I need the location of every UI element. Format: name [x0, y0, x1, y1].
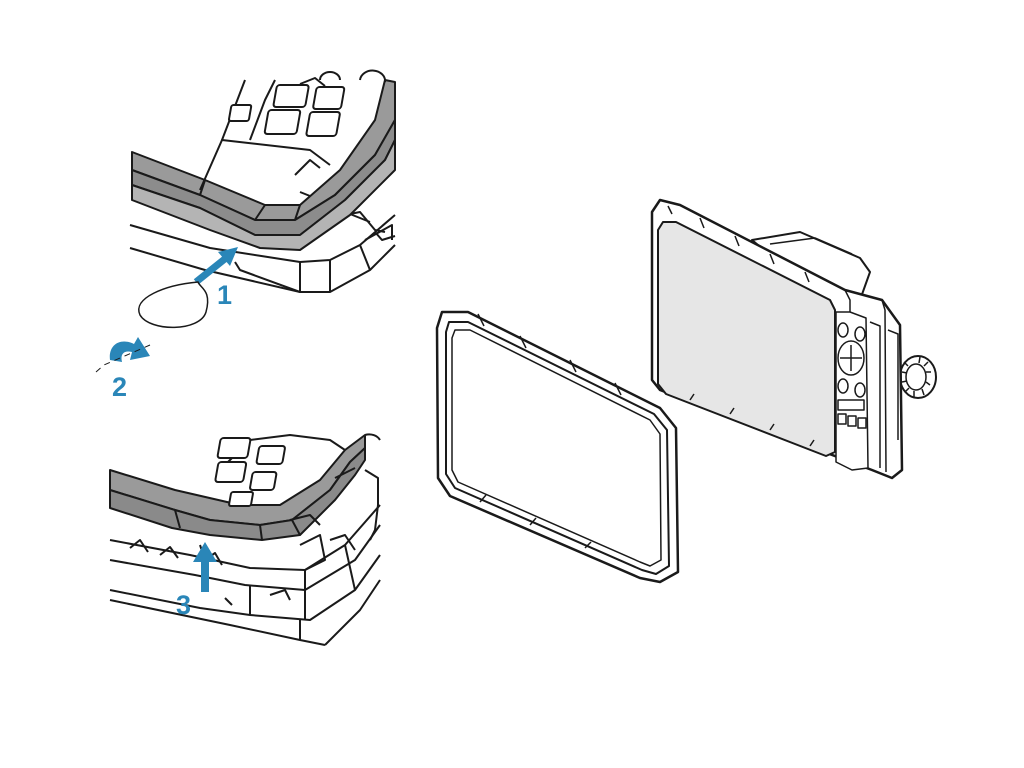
- arrow-up-icon: [193, 542, 217, 592]
- detail-top-bezel-corner: [129, 69, 396, 293]
- arrow-diagonal-icon: [193, 247, 238, 285]
- rotate-arrow-icon: [95, 337, 151, 373]
- screen: [657, 221, 836, 457]
- bezel-frame: [435, 310, 680, 584]
- mount-knob-icon: [899, 355, 937, 399]
- step-label-2: 2: [112, 372, 127, 402]
- detail-bottom-bezel-lift: [109, 433, 381, 646]
- step-label-1: 1: [217, 280, 232, 310]
- step-label-3: 3: [176, 590, 191, 620]
- pry-tool-icon: [138, 281, 209, 329]
- display-unit: [650, 198, 937, 480]
